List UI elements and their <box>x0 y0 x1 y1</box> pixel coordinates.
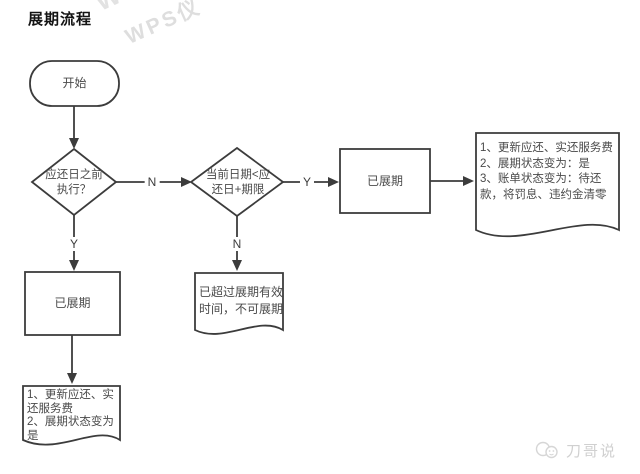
document-right-shape <box>475 132 620 238</box>
process-extended-top-shape <box>339 148 431 214</box>
edge-label-yes: Y <box>299 175 315 189</box>
document-right-line: 3、账单状态变为：待还 <box>480 173 602 185</box>
document-right-text: 1、更新应还、实还服务费 2、展期状态变为：是 3、账单状态变为：待还 款，将罚… <box>480 141 618 203</box>
brand-label: 刀哥说 <box>566 443 618 460</box>
arrowhead-down-icon <box>67 373 77 384</box>
decision2-line: 当前日期<应 <box>205 168 271 181</box>
document-expired-shape <box>194 272 284 335</box>
chat-faces-icon <box>535 441 558 458</box>
document-right-line: 款，将罚息、违约金清零 <box>480 188 607 201</box>
start-label: 开始 <box>62 76 87 90</box>
document-expired-line: 时间，不可展期 <box>199 302 284 316</box>
edge-label-yes: Y <box>66 237 82 251</box>
arrowhead-down-icon <box>232 260 242 271</box>
decision1-line: 执行？ <box>56 183 92 196</box>
document-left-line: 是 <box>27 429 39 442</box>
document-left-line: 还服务费 <box>27 402 73 415</box>
document-left-line: 1、更新应还、实 <box>27 389 114 401</box>
arrowhead-down-icon <box>69 260 79 271</box>
arrowhead-right-icon <box>463 176 474 186</box>
arrowhead-right-icon <box>328 177 339 187</box>
document-right-line: 1、更新应还、实还服务费 <box>480 142 613 154</box>
decision2-label: 当前日期<应 还日+期限 <box>200 166 276 199</box>
document-expired-text: 已超过展期有效 时间，不可展期 <box>199 284 284 318</box>
decision2-line: 还日+期限 <box>211 183 265 196</box>
document-left-text: 1、更新应还、实 还服务费 2、展期状态变为 是 <box>27 389 117 443</box>
decision1-line: 应还日之前 <box>45 168 103 181</box>
arrowhead-right-icon <box>181 177 192 187</box>
edge-label-no: N <box>144 175 160 189</box>
document-right-line: 2、展期状态变为：是 <box>480 157 590 170</box>
process-extended-left-shape <box>24 271 121 336</box>
decision1-label: 应还日之前 执行？ <box>38 166 110 199</box>
page-title: 展期流程 <box>28 11 93 28</box>
document-left-shape <box>22 385 121 446</box>
extended-top-label: 已展期 <box>366 173 403 188</box>
arrowhead-down-icon <box>69 138 79 149</box>
document-expired-line: 已超过展期有效 <box>199 285 284 299</box>
edge-label-no: N <box>229 237 245 251</box>
document-left-line: 2、展期状态变为 <box>27 416 114 428</box>
extended-left-label: 已展期 <box>54 296 91 310</box>
brand-badge: 刀哥说 <box>535 440 617 461</box>
